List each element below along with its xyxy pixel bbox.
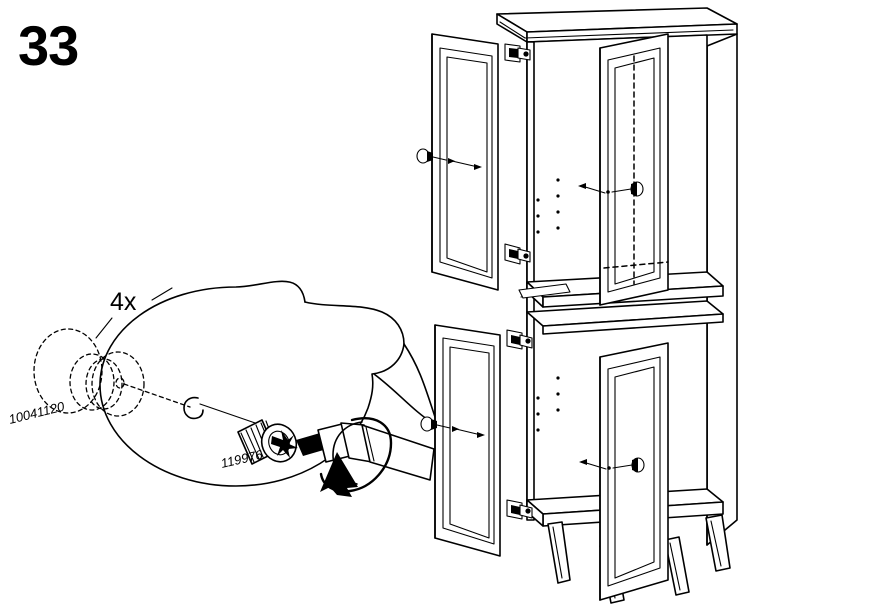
rotation-arrow-icon [319,417,393,497]
shelf-pin-holes [536,178,560,432]
door-lower-left [434,324,501,557]
knob-indicator-upper-left [416,148,482,170]
leg-back-far [705,514,731,572]
knob-ghost-outline [33,328,191,417]
part-number-screw: 119976 [219,447,264,471]
magnifier-callout [99,280,405,487]
step-number: 33 [18,14,79,77]
cabinet-top-panel [496,7,738,43]
hinge-upper-left-bottom [504,243,531,265]
part-number-knob: 10041120 [7,398,67,427]
cabinet [431,7,738,604]
door-upper-left [431,33,499,291]
hinge-lower-left-bottom [506,499,533,520]
knob-indicator-lower-left [420,416,485,438]
leg-front-left [547,521,571,584]
callout-leader [373,373,435,425]
screw-part [183,396,298,465]
leg-back-right [664,536,690,596]
door-lower-right [599,342,669,601]
knob-indicator-lower-right [579,457,645,473]
hinge-lower-left-top [506,329,533,350]
screwdriver-tool [296,422,435,481]
hinge-upper-left-top [504,43,531,63]
quantity-label: 4x [110,288,137,316]
knob-indicator-upper-right [578,181,644,197]
